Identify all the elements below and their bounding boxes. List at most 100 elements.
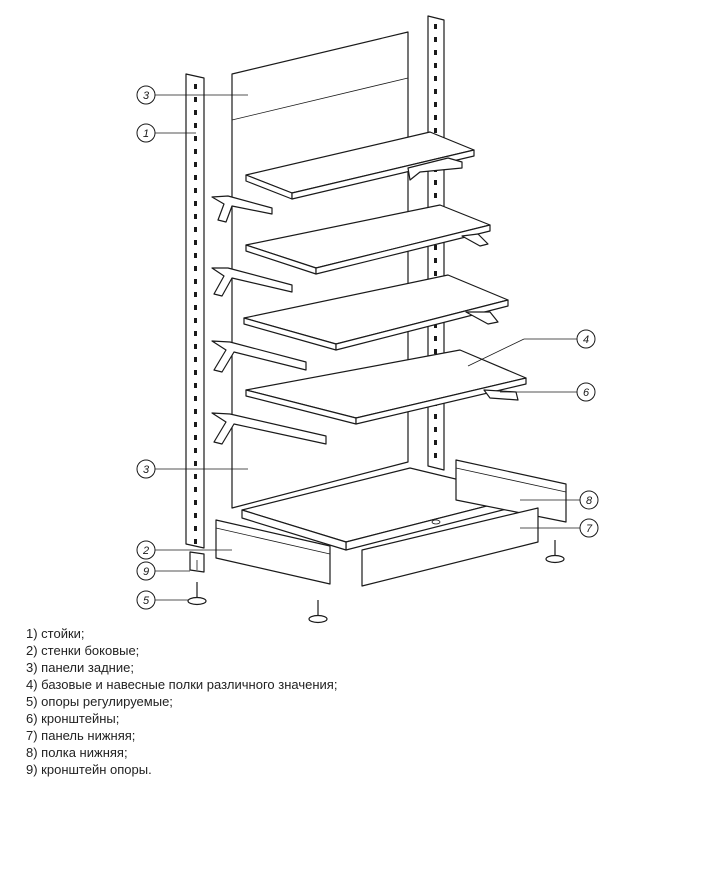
upright-slot (194, 149, 197, 154)
upright-slot (434, 128, 437, 133)
upright-slot (194, 474, 197, 479)
upright-slot (194, 396, 197, 401)
svg-text:3: 3 (143, 464, 150, 476)
legend-item: 8) полка нижняя; (26, 745, 128, 760)
upright-slot (194, 448, 197, 453)
shelf-3 (243, 274, 509, 351)
side-wall-front (215, 519, 331, 585)
svg-text:6: 6 (583, 387, 590, 399)
upright-slot (194, 305, 197, 310)
svg-text:1: 1 (143, 128, 149, 140)
upright-slot (434, 193, 437, 198)
upright-slot (434, 440, 437, 445)
upright-slot (194, 422, 197, 427)
legend-item: 1) стойки; (26, 626, 85, 641)
upright-slot (434, 89, 437, 94)
upright-slot (194, 253, 197, 258)
upright-slot (434, 76, 437, 81)
upright-slot (194, 110, 197, 115)
callout-7: 7 (579, 518, 599, 538)
upright-slot (194, 123, 197, 128)
upright-slot (194, 84, 197, 89)
svg-text:8: 8 (586, 495, 593, 507)
leader-lines (155, 94, 580, 601)
brackets (211, 157, 519, 445)
callout-6: 6 (576, 382, 596, 402)
upright-slot (434, 115, 437, 120)
callout-4: 4 (576, 329, 596, 349)
upright-slot (194, 409, 197, 414)
legend-item: 6) кронштейны; (26, 711, 120, 726)
upright-slot (194, 214, 197, 219)
callout-8: 8 (579, 490, 599, 510)
upright-slot (434, 414, 437, 419)
legend-item: 2) стенки боковые; (26, 643, 140, 658)
upright-slot (434, 427, 437, 432)
callout-3-bottom: 3 (136, 459, 156, 479)
upright-slot (194, 279, 197, 284)
upright-slot (434, 349, 437, 354)
upright-slot (194, 201, 197, 206)
shelf-4 (245, 349, 527, 425)
parts-legend: 1) стойки; 2) стенки боковые; 3) панели … (26, 625, 337, 778)
shelf-1 (245, 131, 475, 200)
side-wall-rear (455, 459, 567, 523)
svg-text:9: 9 (143, 566, 149, 578)
upright-slot (194, 383, 197, 388)
upright-slot (434, 180, 437, 185)
upright-slot (194, 175, 197, 180)
legend-item: 3) панели задние; (26, 660, 134, 675)
legend-item: 9) кронштейн опоры. (26, 762, 152, 777)
upright-slot (434, 102, 437, 107)
upright-slot (194, 97, 197, 102)
svg-text:5: 5 (143, 595, 150, 607)
upright-slot (194, 331, 197, 336)
upright-slot (194, 136, 197, 141)
bottom-shelf (241, 467, 527, 551)
upright-slot (194, 292, 197, 297)
upright-slot (194, 240, 197, 245)
upright-slot (434, 258, 437, 263)
callout-3-top: 3 (136, 85, 156, 105)
svg-text:4: 4 (583, 334, 589, 346)
svg-text:2: 2 (142, 545, 149, 557)
foot-bracket (189, 551, 205, 573)
upright-slot (194, 500, 197, 505)
upright-slot (194, 513, 197, 518)
callout-2: 2 (136, 540, 156, 560)
upright-slot (434, 323, 437, 328)
bottom-panel (361, 507, 539, 587)
upright-slot (194, 487, 197, 492)
upright-slot (194, 370, 197, 375)
legend-item: 5) опоры регулируемые; (26, 694, 173, 709)
upright-left (185, 73, 205, 549)
upright-slot (434, 24, 437, 29)
upright-slot (434, 37, 437, 42)
upright-slot (194, 435, 197, 440)
shelf-2 (245, 204, 491, 275)
callout-1: 1 (136, 123, 156, 143)
upright-slot (434, 336, 437, 341)
legend-item: 7) панель нижняя; (26, 728, 136, 743)
upright-slot (194, 162, 197, 167)
upright-slot (194, 266, 197, 271)
callout-9: 9 (136, 561, 156, 581)
shelving-assembly-diagram: 3 1 4 6 3 8 7 2 9 5 (136, 15, 599, 624)
svg-text:7: 7 (586, 523, 593, 535)
adjustable-feet (187, 540, 565, 624)
svg-text:3: 3 (143, 90, 150, 102)
upright-slot (194, 188, 197, 193)
upright-slot (434, 271, 437, 276)
upright-slot (434, 453, 437, 458)
upright-slot (194, 526, 197, 531)
upright-slot (434, 63, 437, 68)
callout-5: 5 (136, 590, 156, 610)
upright-slot (194, 357, 197, 362)
upright-slot (434, 50, 437, 55)
upright-slot (194, 344, 197, 349)
upright-slot (194, 318, 197, 323)
legend-item: 4) базовые и навесные полки различного з… (26, 677, 338, 692)
upright-slot (434, 245, 437, 250)
upright-slot (194, 461, 197, 466)
upright-slot (194, 539, 197, 544)
